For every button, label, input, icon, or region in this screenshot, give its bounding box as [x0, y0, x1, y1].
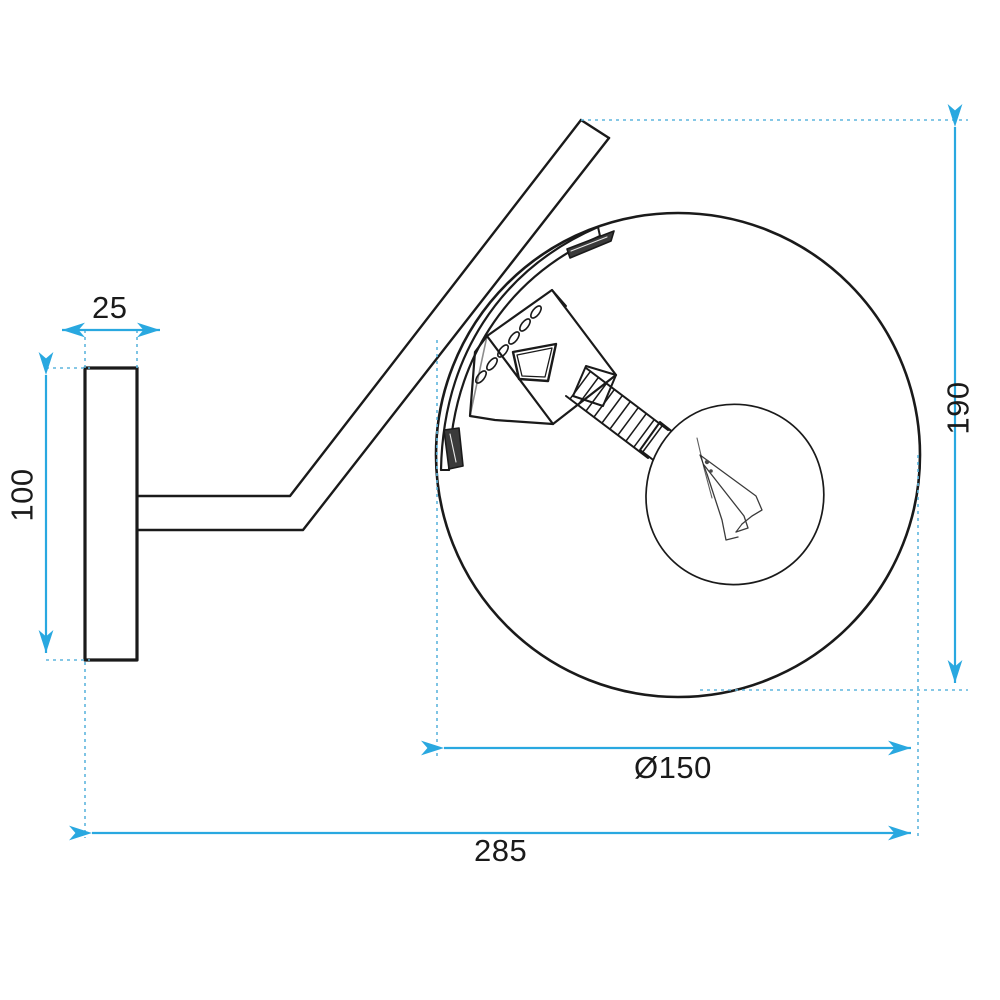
dimension-label-plate-width: 25 — [92, 290, 128, 325]
wall-backplate — [83, 366, 139, 662]
dimension-label-plate-height: 100 — [4, 468, 40, 522]
dimension-label-total-depth: 285 — [474, 833, 528, 868]
support-arm — [135, 118, 611, 532]
lamp-geometry — [83, 118, 922, 699]
dimension-label-globe-diameter: Ø150 — [634, 750, 712, 785]
bulb-filament — [699, 454, 763, 541]
light-bulb — [645, 403, 825, 586]
dimension-lines — [38, 104, 963, 841]
dimension-label-total-height: 190 — [940, 381, 976, 435]
mounting-bracket — [439, 225, 615, 472]
